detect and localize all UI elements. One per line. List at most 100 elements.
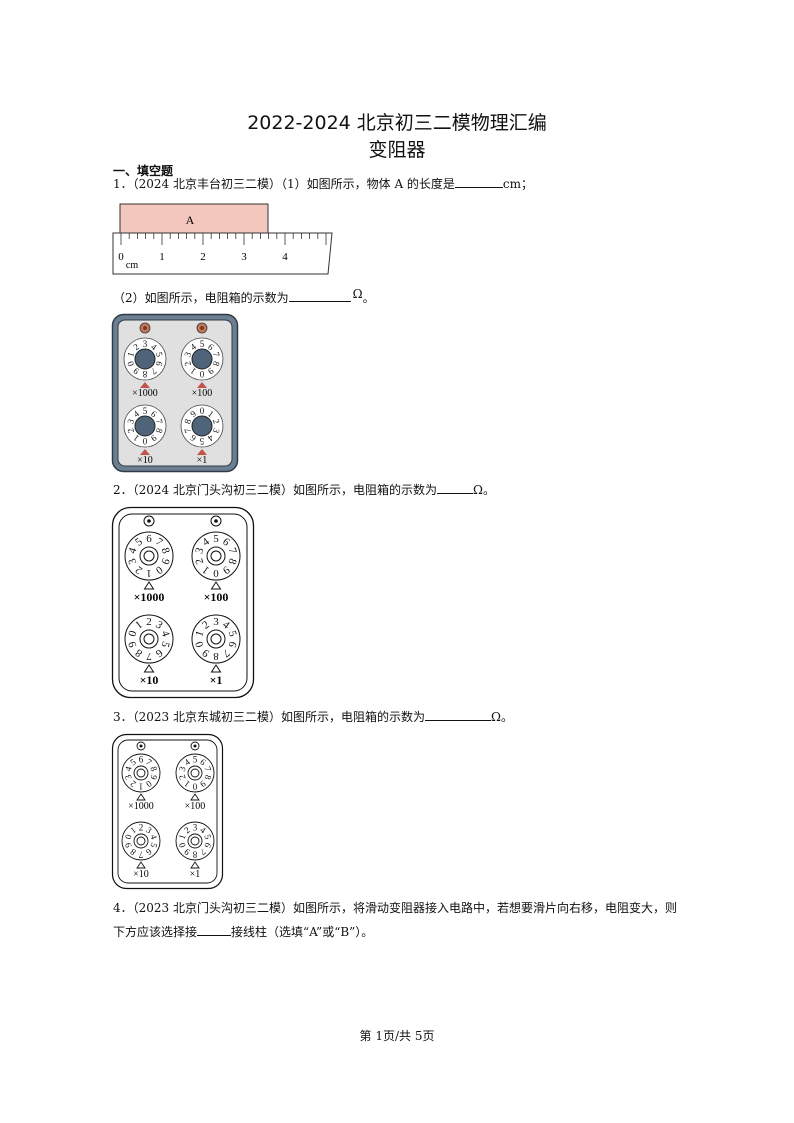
ohm-unit: Ω [352,287,363,301]
answer-blank[interactable] [425,707,491,721]
page-footer: 第 1页/共 5页 [359,1029,435,1043]
answer-blank[interactable] [288,288,351,302]
multiplier-label: ×1 [190,869,201,880]
dial-digit: 1 [200,563,212,576]
ruler-unit: cm [126,260,138,271]
dial-digit: 9 [149,433,159,444]
terminal [193,744,197,748]
multiplier-label: ×1000 [134,590,165,604]
dial-digit: 7 [144,757,154,768]
dial-digit: 7 [138,850,143,860]
dial-digit: 9 [220,563,232,576]
multiplier-label: ×1 [197,455,208,466]
answer-blank[interactable] [437,480,473,494]
object-a-label: A [186,213,195,227]
dial-digit: 7 [146,650,152,662]
dial-digit: 7 [220,646,232,659]
question-1-text: 1．（2024 北京丰台初三二模）（1）如图所示，物体 A 的长度是 [113,177,455,191]
ruler-tick-label: 2 [200,251,206,263]
dial-digit: 9 [158,557,171,566]
dial-knob[interactable] [191,348,213,370]
dial-digit: 3 [193,823,198,833]
dial-knob[interactable] [143,633,155,645]
dial-knob[interactable] [210,550,222,562]
dial-knob[interactable] [136,768,146,778]
dial-knob[interactable] [134,348,156,370]
dial-digit: 1 [139,782,144,792]
dial-digit: 4 [182,756,192,767]
pointer-triangle [190,793,200,801]
dial-digit: 0 [192,782,197,792]
dial-digit: 2 [133,563,145,576]
dial-digit: 1 [177,833,188,840]
dial-digit: 6 [188,432,198,443]
multiplier-label: ×10 [137,455,153,466]
dial-knob[interactable] [134,415,156,437]
dial-digit: 4 [159,629,172,638]
dial-digit: 9 [206,366,216,377]
answer-blank[interactable] [197,922,232,936]
dial-digit: 1 [125,351,136,358]
dial-digit: 2 [193,557,206,566]
dial-digit: 4 [188,341,198,352]
dial-digit: 5 [226,629,239,638]
pointer-triangle [210,581,222,590]
dial-knob[interactable] [210,633,222,645]
dial-digit: 0 [126,629,139,638]
dial-digit: 6 [198,757,208,768]
dial-digit: 0 [125,359,136,367]
ruler-ticks [120,233,327,245]
pointer-triangle [210,664,222,673]
section-heading: 一、填空题 [113,164,174,178]
answer-blank[interactable] [454,174,503,188]
question-1-part-2-suffix: 。 [362,291,375,305]
pointer-triangle [197,382,207,388]
dial-digit: 8 [192,850,197,860]
multiplier-label: ×100 [204,590,229,604]
dial-digit: 0 [153,563,165,576]
dial-digit: 0 [142,436,147,446]
dial-digit: 6 [139,755,144,765]
dial-knob[interactable] [190,836,200,846]
dial-digit: 1 [128,825,138,836]
ruler-tick-label: 4 [282,251,288,263]
dial-digit: 5 [133,535,145,548]
dial-digit: 1 [206,408,216,419]
dial-digit: 9 [200,646,212,659]
dial-knob[interactable] [191,415,213,437]
dial-digit: 8 [159,546,172,555]
dial-digit: 8 [142,369,147,379]
multiplier-label: ×1000 [132,388,158,399]
question-4-line-2: 下方应该选择接接线柱（选填“A”或“B”）。 [113,921,373,943]
dial-digit: 4 [200,535,212,548]
dial-digit: 7 [149,366,159,377]
dial-digit: 8 [148,765,159,773]
dial-digit: 0 [123,833,134,841]
dial-digit: 6 [225,640,238,649]
page-subtitle: 变阻器 [368,139,426,161]
dial-digit: 8 [182,417,193,425]
pointer-triangle [136,861,146,869]
dial-digit: 1 [188,366,198,377]
dial-digit: 0 [199,369,204,379]
dial-digit: 0 [213,567,219,579]
dial-knob[interactable] [136,836,146,846]
dial-digit: 0 [144,779,154,790]
ruler-figure: A 0 1 2 3 4 cm [112,203,333,275]
dial-digit: 3 [182,350,193,358]
dial-digit: 1 [146,567,152,579]
dial-digit: 3 [213,616,219,628]
dial-knob[interactable] [190,768,200,778]
dial-knob[interactable] [143,550,155,562]
terminal [139,744,143,748]
dial-digit: 9 [182,846,192,857]
dial-digit: 6 [154,360,165,368]
dial-digit: 3 [143,339,148,349]
question-2-text: 2．（2024 北京门头沟初三二模）如图所示，电阻箱的示数为 [113,483,437,497]
